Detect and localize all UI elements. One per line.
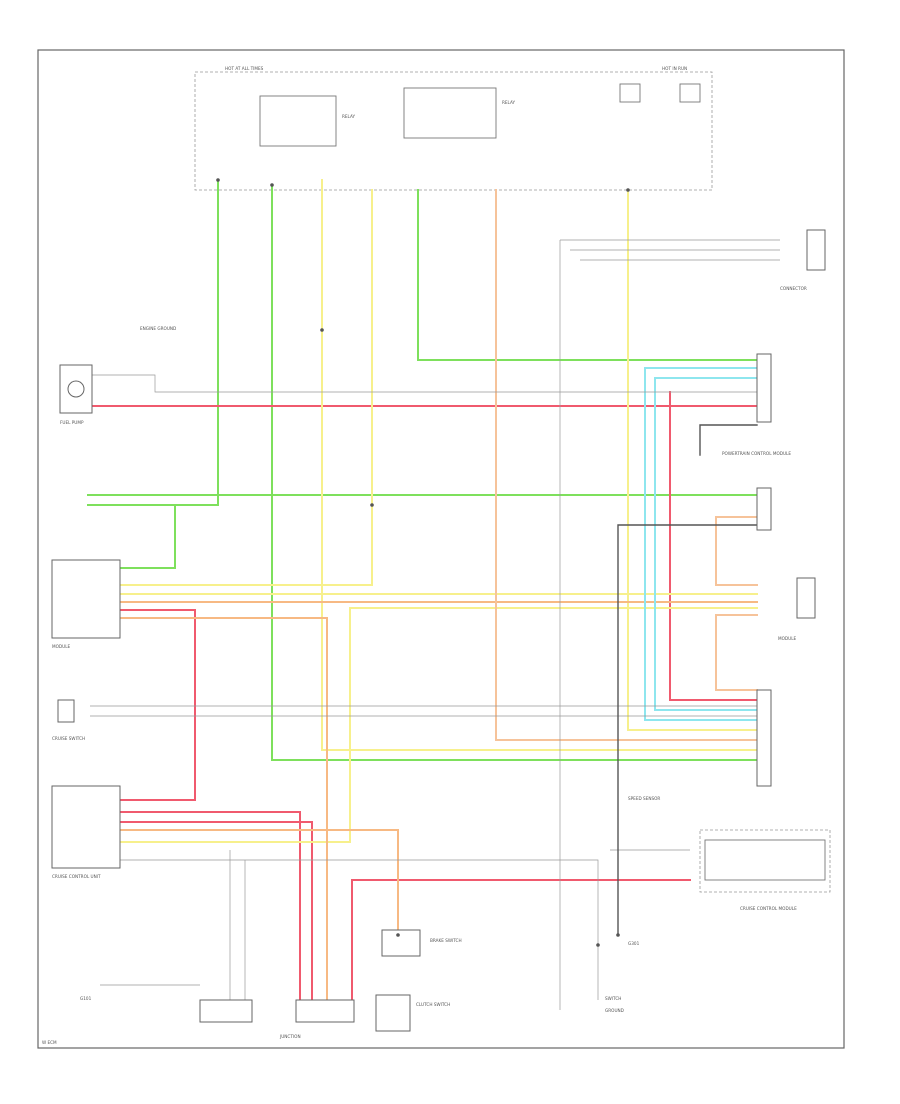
junction-dot bbox=[370, 503, 374, 507]
label-relay-2: RELAY bbox=[502, 100, 516, 105]
wire-yellow-5 bbox=[119, 607, 758, 843]
wire-red-left-2 bbox=[119, 811, 301, 1001]
label-top-left: HOT AT ALL TIMES bbox=[225, 66, 264, 71]
wire-yellow-2 bbox=[321, 179, 758, 751]
right-connector-upper-small bbox=[806, 229, 826, 271]
cruise-control-module-box bbox=[699, 829, 831, 893]
wire-cyan-2 bbox=[654, 377, 758, 711]
label-bottom-switch: SWITCH bbox=[605, 996, 621, 1001]
wire-peach-2 bbox=[715, 516, 758, 586]
cruise-control-unit-box bbox=[51, 785, 121, 869]
label-main-module-right: MODULE bbox=[778, 636, 797, 641]
fuel-pump-motor-symbol bbox=[67, 380, 85, 398]
relay-box-outline bbox=[194, 71, 713, 191]
wire-green-5 bbox=[87, 504, 176, 569]
right-connector-bottom bbox=[756, 689, 772, 787]
fuel-pump-component bbox=[59, 364, 93, 414]
wire-red-right bbox=[669, 391, 758, 701]
wire-red-bottom bbox=[351, 879, 691, 1001]
label-ground-left: G101 bbox=[80, 996, 92, 1001]
junction-dot bbox=[626, 188, 630, 192]
label-pcm: POWERTRAIN CONTROL MODULE bbox=[722, 451, 791, 456]
label-relay-1: RELAY bbox=[342, 114, 356, 119]
junction-dot bbox=[616, 933, 620, 937]
label-speed-sensor: SPEED SENSOR bbox=[628, 796, 660, 801]
right-connector-mid bbox=[756, 487, 772, 531]
label-cruise-switch: CRUISE SWITCH bbox=[52, 736, 85, 741]
label-top-right: HOT IN RUN bbox=[662, 66, 687, 71]
label-bottom-junction: JUNCTION bbox=[279, 1034, 301, 1039]
label-cruise-control-module: CRUISE CONTROL MODULE bbox=[740, 906, 797, 911]
diagram-frame bbox=[37, 49, 845, 1049]
relay-2 bbox=[403, 87, 497, 139]
label-ground-right: G301 bbox=[628, 941, 640, 946]
label-fuel-pump: FUEL PUMP bbox=[60, 420, 84, 425]
wire-red-left-3 bbox=[119, 821, 313, 1001]
wire-cyan-1 bbox=[644, 367, 758, 721]
bottom-connector-left bbox=[199, 999, 253, 1023]
bottom-connector-mid bbox=[295, 999, 355, 1023]
label-cruise-unit: CRUISE CONTROL UNIT bbox=[52, 874, 101, 879]
wire-gray-5 bbox=[90, 374, 760, 393]
junction-dot bbox=[596, 943, 600, 947]
wire-red-left-1 bbox=[119, 609, 196, 801]
junction-dot bbox=[320, 328, 324, 332]
wire-green-1 bbox=[87, 179, 219, 506]
label-connector-top-right: CONNECTOR bbox=[780, 286, 807, 291]
wire-yellow-1 bbox=[119, 189, 373, 586]
wire-orange-2 bbox=[119, 617, 328, 1001]
wire-peach-1 bbox=[495, 189, 758, 741]
wire-green-3 bbox=[417, 189, 758, 361]
right-connector-pcm bbox=[796, 577, 816, 619]
wire-orange-3 bbox=[119, 829, 399, 936]
right-connector-top bbox=[756, 353, 772, 423]
label-brake-switch: BRAKE SWITCH bbox=[430, 938, 462, 943]
wire-gray-8 bbox=[120, 859, 599, 1000]
junction-dot bbox=[216, 178, 220, 182]
clutch-switch-box bbox=[375, 994, 411, 1032]
junction-dot bbox=[396, 933, 400, 937]
wire-black-1 bbox=[699, 424, 758, 456]
fuse-right-b bbox=[679, 83, 701, 103]
relay-1 bbox=[259, 95, 337, 147]
wire-black-2 bbox=[617, 524, 758, 936]
wire-yellow-3 bbox=[627, 189, 758, 731]
cruise-control-module-inner bbox=[704, 839, 826, 881]
left-control-module bbox=[51, 559, 121, 639]
brake-switch-box bbox=[381, 929, 421, 957]
left-switch bbox=[57, 699, 75, 723]
fuse-right-a bbox=[619, 83, 641, 103]
label-bottom-ground: GROUND bbox=[605, 1008, 624, 1013]
label-bottom-note: W ECM bbox=[42, 1040, 57, 1045]
label-engine-ground: ENGINE GROUND bbox=[140, 326, 176, 331]
junction-dot bbox=[270, 183, 274, 187]
wire-green-2 bbox=[271, 184, 758, 761]
label-left-module: MODULE bbox=[52, 644, 71, 649]
label-clutch-switch: CLUTCH SWITCH bbox=[416, 1002, 450, 1007]
wire-peach-3 bbox=[715, 614, 758, 691]
